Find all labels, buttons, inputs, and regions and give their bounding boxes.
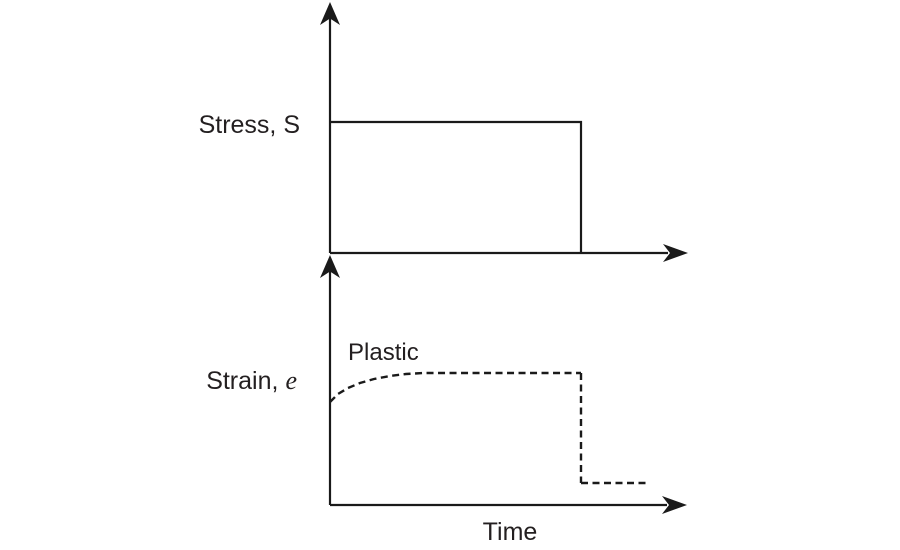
strain-plot-axes — [320, 255, 687, 514]
strain-symbol: e — [285, 366, 297, 395]
curve-layer — [329, 120, 650, 485]
stress-y-axis-label: Stress, S — [198, 111, 300, 139]
time-x-axis-label: Time — [482, 518, 538, 546]
strain-rise-curve — [329, 371, 581, 403]
strain-y-axis-label: Strain,e — [118, 366, 297, 396]
stress-plot-axes — [320, 2, 688, 262]
stress-y-axis-arrow-icon — [320, 2, 340, 25]
strain-y-axis-label-text: Strain, — [206, 367, 279, 395]
strain-y-axis-arrow-icon — [320, 255, 340, 278]
strain-x-axis-arrow-icon — [662, 496, 687, 514]
stress-x-axis-arrow-icon — [663, 244, 688, 262]
stress-step-line — [331, 120, 583, 252]
plastic-annotation: Plastic — [348, 339, 419, 366]
